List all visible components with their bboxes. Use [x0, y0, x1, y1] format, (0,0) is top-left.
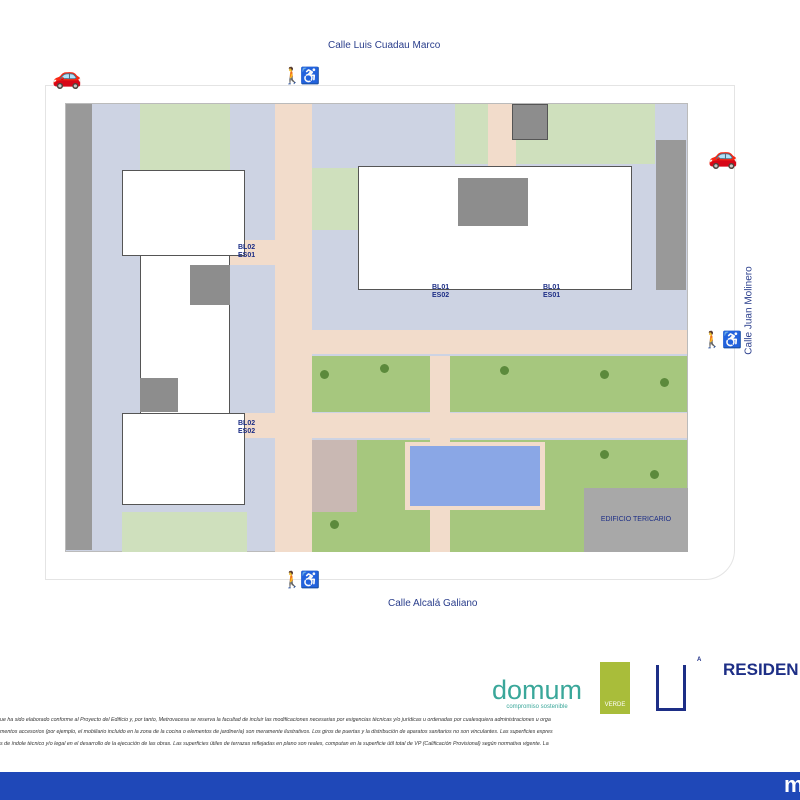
pool-water: [410, 446, 540, 506]
tree-icon: [660, 378, 669, 387]
label-line: BL02: [238, 420, 256, 427]
energy-house-icon: [656, 665, 686, 711]
label-line: ES01: [543, 292, 561, 299]
tertiary-building: EDIFICIO TERICARIO: [584, 488, 688, 552]
building-bl02-north: [122, 170, 245, 256]
label-line: ES01: [238, 252, 256, 259]
playground: [312, 440, 357, 512]
ramp-left: [66, 104, 92, 550]
label-line: ES02: [238, 428, 256, 435]
garden: [122, 512, 247, 552]
domum-logo: domum compromiso sostenible: [492, 676, 582, 710]
tree-icon: [320, 370, 329, 379]
tree-icon: [380, 364, 389, 373]
kiosk: [512, 104, 548, 140]
ramp-right: [656, 140, 686, 290]
tree-icon: [500, 366, 509, 375]
disclaimer-line: s de índole técnico y/o legal en el desa…: [0, 741, 549, 747]
car-icon: 🚗: [52, 63, 82, 90]
entry-path-top: [275, 104, 312, 552]
street-bottom: Calle Alcalá Galiano: [388, 598, 478, 609]
street-right: Calle Juan Molinero: [743, 266, 755, 355]
tree-icon: [330, 520, 339, 529]
disclaimer-line: mentos accesorios (por ejemplo, el mobil…: [0, 729, 553, 735]
footer-logo: m: [784, 772, 800, 797]
tree-icon: [650, 470, 659, 479]
label-line: BL02: [238, 244, 256, 251]
pedestrian-icon: 🚶: [702, 332, 722, 349]
verde-logo: VERDE: [600, 662, 630, 714]
car-icon: 🚗: [708, 143, 738, 170]
garden-area: [312, 356, 687, 412]
domum-tagline: compromiso sostenible: [506, 704, 568, 710]
tertiary-label: EDIFICIO TERICARIO: [600, 516, 672, 523]
building-bl01: [358, 166, 632, 290]
path: [488, 104, 516, 174]
pedestrian-icon: 🚶: [282, 572, 302, 589]
building-bl02-south: [122, 413, 245, 505]
pedestrian-icon: 🚶: [282, 68, 302, 85]
tree-icon: [600, 370, 609, 379]
sidewalk-outline: [45, 85, 735, 580]
core: [140, 378, 178, 412]
footer-bar: m: [0, 772, 800, 800]
disclaimer-line: ue ha sido elaborado conforme al Proyect…: [0, 717, 551, 723]
project-title: RESIDEN: [723, 660, 799, 679]
energy-rating: A: [697, 657, 702, 663]
wheelchair-icon: ♿: [722, 332, 742, 349]
wheelchair-icon: ♿: [300, 572, 320, 589]
garden: [312, 168, 358, 230]
tree-icon: [600, 450, 609, 459]
garden: [140, 104, 230, 170]
label-line: BL01: [543, 284, 561, 291]
path: [312, 330, 687, 354]
verde-label: VERDE: [604, 702, 626, 708]
street-top: Calle Luis Cuadau Marco: [328, 40, 441, 51]
domum-wordmark: domum: [492, 675, 583, 705]
label-line: ES02: [432, 292, 450, 299]
garden: [455, 104, 655, 164]
core: [190, 265, 230, 305]
label-line: BL01: [432, 284, 450, 291]
core: [458, 178, 528, 226]
wheelchair-icon: ♿: [300, 68, 320, 85]
